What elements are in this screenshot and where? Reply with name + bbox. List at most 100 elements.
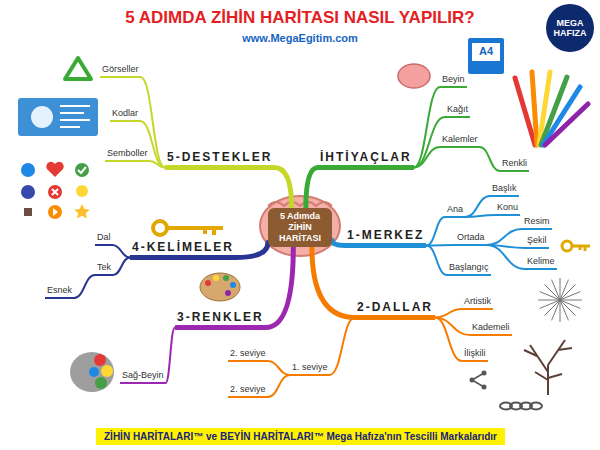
branch-word: Tek <box>97 262 111 273</box>
branch-word: İlişkili <box>464 348 486 359</box>
small-key <box>562 241 590 251</box>
code-lines <box>60 106 90 127</box>
paint-dot <box>213 275 219 281</box>
branch-line <box>426 246 447 276</box>
paper-pack <box>468 38 504 74</box>
symbol-icons <box>21 162 90 219</box>
main-branch: İHTİYAÇLAR <box>318 150 414 170</box>
brain-shape <box>260 196 340 256</box>
brush-icon <box>24 208 32 216</box>
branch-word: Kelime <box>527 256 555 267</box>
branch-line <box>268 361 290 375</box>
sub-branch: Kodlar <box>110 108 140 122</box>
sub-branch: 1. seviye <box>290 362 330 376</box>
branch-line <box>414 87 440 168</box>
sub-branch: Kelime <box>525 256 557 270</box>
branch-word: 1-MERKEZ <box>347 228 424 242</box>
pencil <box>532 72 537 145</box>
share-dot <box>482 385 487 390</box>
play-mark <box>53 208 58 216</box>
sub-branch: Başlık <box>490 183 519 197</box>
branch-word: Kademeli <box>472 322 510 333</box>
logo-circle <box>546 4 594 52</box>
sub-branch: Renkli <box>500 158 529 172</box>
branch-word: Kağıt <box>447 104 468 115</box>
check-mark <box>78 167 86 173</box>
branch-line <box>487 245 525 269</box>
branch-word: 1. seviye <box>292 362 328 373</box>
branch-word: Sağ-Beyin <box>122 370 164 381</box>
sub-branch: 2. seviye <box>228 348 268 362</box>
branch-line <box>414 117 445 168</box>
logo-head <box>546 4 594 52</box>
branch-word: 5 Adımda ZİHİN HARİTASI <box>271 211 329 244</box>
person-icon <box>21 185 35 199</box>
sub-branch: Dal <box>95 232 113 246</box>
branch-line <box>113 258 130 276</box>
sub-branch: İlişkili <box>462 348 488 362</box>
branch-word: Semboller <box>107 148 148 159</box>
starburst <box>538 278 582 322</box>
share-dot <box>482 371 487 376</box>
color-spot <box>101 365 113 377</box>
branch-word: Ana <box>447 204 463 215</box>
branch-word: Kalemler <box>442 134 478 145</box>
key-tooth <box>203 230 207 234</box>
branch-line <box>166 328 175 384</box>
sub-branch: Kademeli <box>470 322 512 336</box>
branch-word: 2. seviye <box>230 348 266 359</box>
branch-word: Esnek <box>47 285 72 296</box>
pencils <box>515 72 588 145</box>
sub-branch: Resim <box>522 216 552 230</box>
chain-link <box>530 403 542 410</box>
branch-word: İHTİYAÇLAR <box>320 150 412 164</box>
branch-line <box>487 229 522 245</box>
paper-label-ground <box>472 43 500 61</box>
branch-line <box>236 243 268 258</box>
sub-branch: Sağ-Beyin <box>120 370 166 384</box>
branch-line <box>274 168 291 209</box>
sub-branch: Tek <box>95 262 113 276</box>
branch-word: Ortada <box>457 232 485 243</box>
sub-branch: Artistik <box>462 296 493 310</box>
brain-shape <box>398 64 430 88</box>
branch-line <box>330 318 355 376</box>
color-spot <box>89 367 99 377</box>
website: www.MegaEgitim.com <box>0 32 600 44</box>
key-bow <box>562 241 572 251</box>
branch-word: Başlangıç <box>449 262 489 273</box>
branch-word: Beyin <box>442 74 465 85</box>
sub-branch: Kağıt <box>445 104 470 118</box>
branch-line <box>306 168 318 209</box>
recycle-arrows <box>65 58 91 79</box>
heart-icon <box>46 162 63 177</box>
caption-band: ZİHİN HARİTALARI™ ve BEYİN HARİTALARI™ M… <box>96 428 505 445</box>
branch-line <box>480 147 500 171</box>
branch-line <box>74 275 95 298</box>
branch-line <box>435 309 462 318</box>
key-bow <box>153 221 167 235</box>
golden-key <box>153 221 223 235</box>
center-node: 5 Adımda ZİHİN HARİTASI <box>268 208 332 247</box>
branch-line <box>266 247 294 328</box>
code-face-picture <box>18 98 98 136</box>
pin-icon <box>21 163 35 177</box>
sub-branch: Beyin <box>440 74 467 88</box>
branch-word: Görseller <box>102 64 139 75</box>
key-shaft <box>572 246 590 251</box>
branch-line <box>426 217 445 246</box>
x-mark <box>52 189 58 195</box>
color-spot <box>94 354 106 366</box>
bulb-icon <box>76 185 88 197</box>
key-tooth <box>212 230 216 235</box>
sub-branch: Kalemler <box>440 134 480 148</box>
branch-word: 5-DESTEKLER <box>167 150 272 164</box>
paint-dot <box>230 282 236 288</box>
recycle-icon <box>65 58 91 79</box>
branch-line <box>435 318 462 362</box>
tree <box>524 340 572 395</box>
main-branch: 1-MERKEZ <box>345 228 426 248</box>
sub-branch: 2. seviye <box>228 384 268 398</box>
branch-word: Konu <box>497 202 518 213</box>
